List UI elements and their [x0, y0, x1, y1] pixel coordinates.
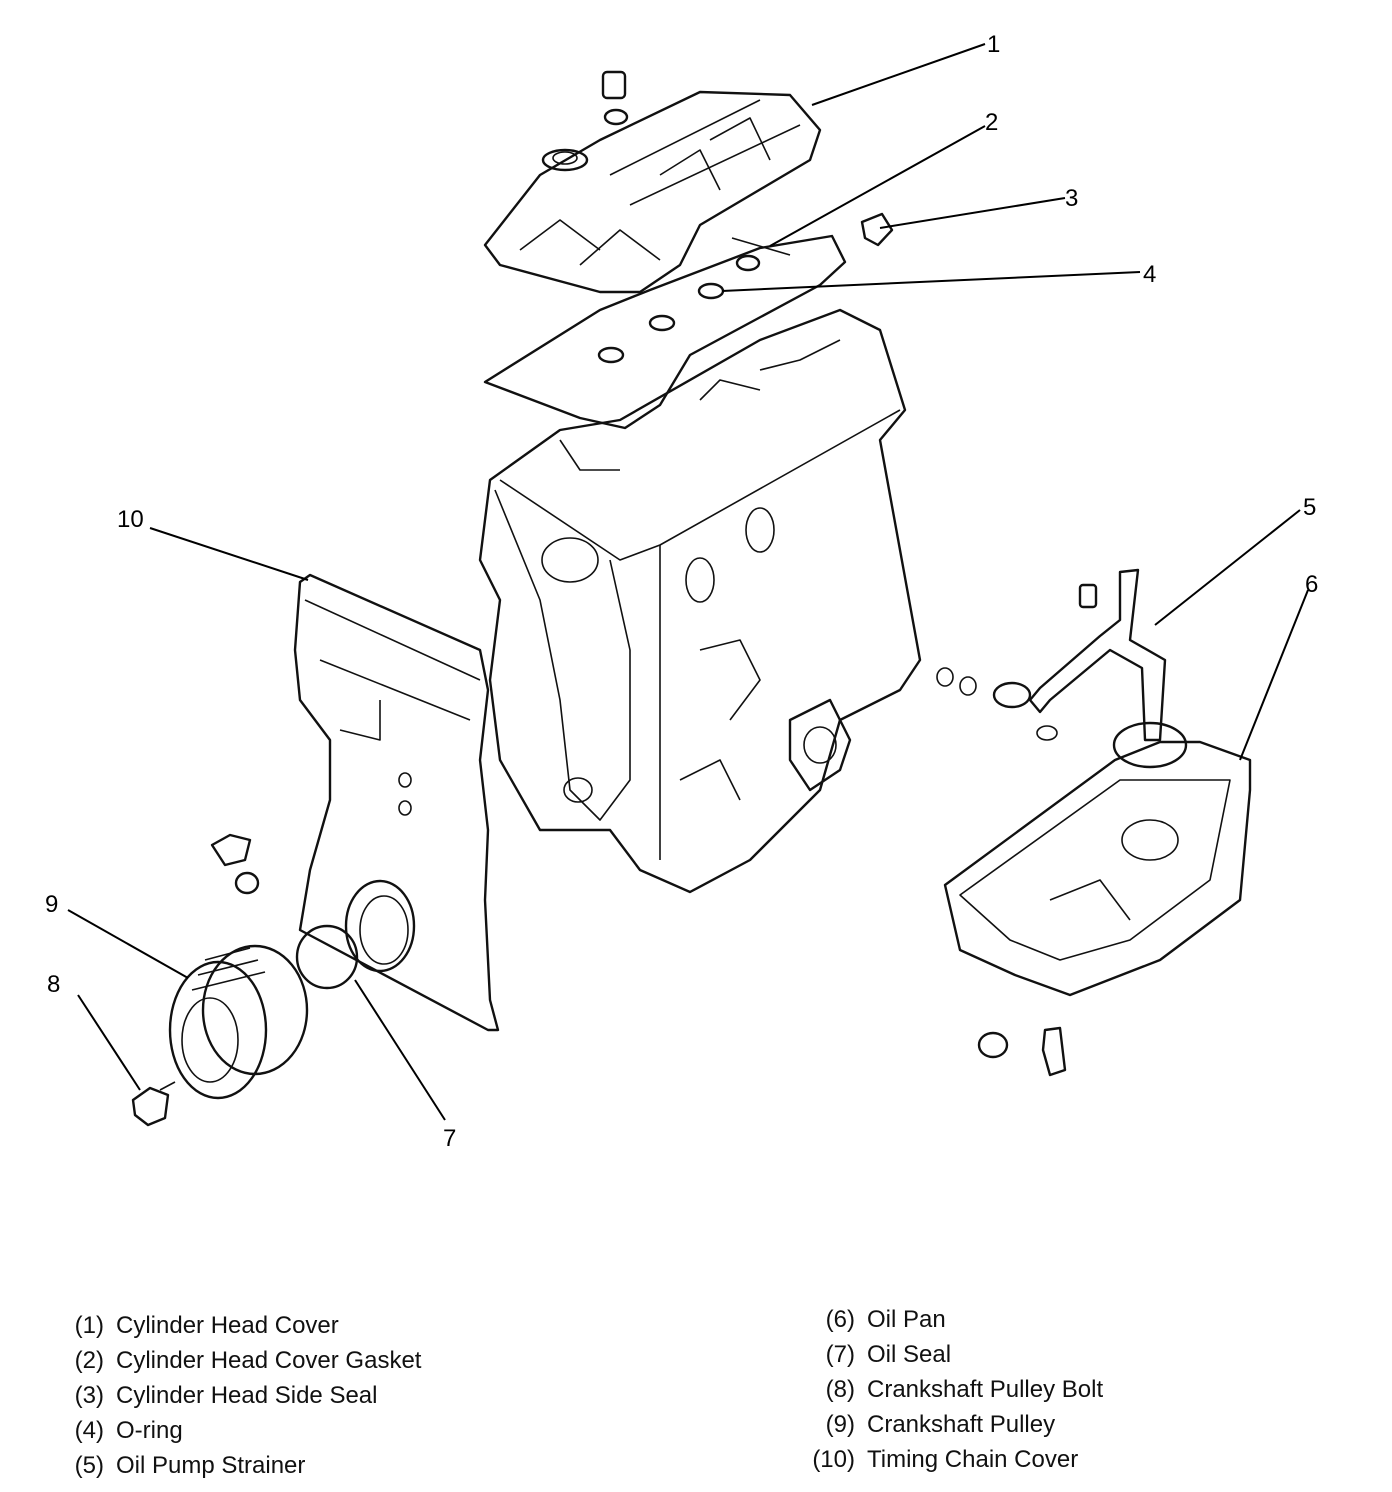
legend-item-2: (2)Cylinder Head Cover Gasket	[58, 1343, 422, 1378]
legend-label: Cylinder Head Side Seal	[116, 1382, 378, 1409]
legend-label: Oil Seal	[867, 1341, 952, 1368]
callout-3: 3	[1065, 185, 1078, 212]
oil-pump-strainer	[936, 568, 1167, 742]
callout-1: 1	[987, 31, 1000, 58]
legend-item-5: (5)Oil Pump Strainer	[58, 1448, 421, 1483]
engine-block	[478, 308, 922, 894]
cover-bolt	[210, 833, 260, 895]
legend-label: O-ring	[116, 1417, 183, 1444]
legend-label: Crankshaft Pulley	[867, 1411, 1056, 1438]
legend-item-1: (1)Cylinder Head Cover	[58, 1308, 421, 1343]
cylinder-head-side-seal	[860, 212, 894, 247]
cylinder-head-cover-gasket	[483, 234, 847, 430]
callout-6: 6	[1305, 571, 1318, 598]
timing-chain-cover	[293, 573, 500, 1032]
legend-left-column: (1)Cylinder Head Cover (2)Cylinder Head …	[58, 1308, 422, 1483]
callout-9: 9	[45, 891, 58, 918]
callout-8: 8	[47, 971, 60, 998]
legend-label: Oil Pump Strainer	[116, 1452, 306, 1479]
crankshaft-pulley	[168, 944, 309, 1100]
legend-item-10: (10)Timing Chain Cover	[795, 1442, 1103, 1477]
callout-10: 10	[117, 506, 144, 533]
callout-7: 7	[443, 1125, 456, 1152]
legend-label: Cylinder Head Cover	[116, 1312, 339, 1339]
legend-item-7: (7)Oil Seal	[795, 1337, 1103, 1372]
crankshaft-pulley-bolt	[131, 1081, 176, 1127]
leader-lines	[67, 43, 1309, 1121]
callout-5: 5	[1303, 494, 1316, 521]
callout-labels: 1 2 3 4 5 6 7 8 9 10	[45, 31, 1318, 1152]
legend-right-column: (6)Oil Pan (7)Oil Seal (8)Crankshaft Pul…	[795, 1302, 1103, 1477]
cylinder-head-cover	[483, 90, 822, 294]
oil-seal	[295, 924, 359, 990]
legend-item-3: (3)Cylinder Head Side Seal	[58, 1378, 421, 1413]
legend-item-9: (9)Crankshaft Pulley	[795, 1407, 1103, 1442]
callout-2: 2	[985, 109, 998, 136]
callout-4: 4	[1143, 261, 1156, 288]
legend-label: Crankshaft Pulley Bolt	[867, 1376, 1104, 1403]
legend-label: Oil Pan	[867, 1306, 946, 1333]
legend-item-4: (4)O-ring	[58, 1413, 421, 1448]
legend-item-6: (6)Oil Pan	[795, 1302, 1103, 1337]
exploded-engine-diagram: 1 2 3 4 5 6 7 8 9 10	[45, 31, 1318, 1152]
legend-label: Timing Chain Cover	[867, 1446, 1079, 1473]
legend-label: Cylinder Head Cover Gasket	[116, 1347, 422, 1374]
legend-item-8: (8)Crankshaft Pulley Bolt	[795, 1372, 1103, 1407]
cover-nut	[601, 70, 629, 126]
oil-pan	[943, 721, 1252, 997]
o-rings	[597, 254, 761, 364]
drain-plug	[977, 1026, 1067, 1077]
